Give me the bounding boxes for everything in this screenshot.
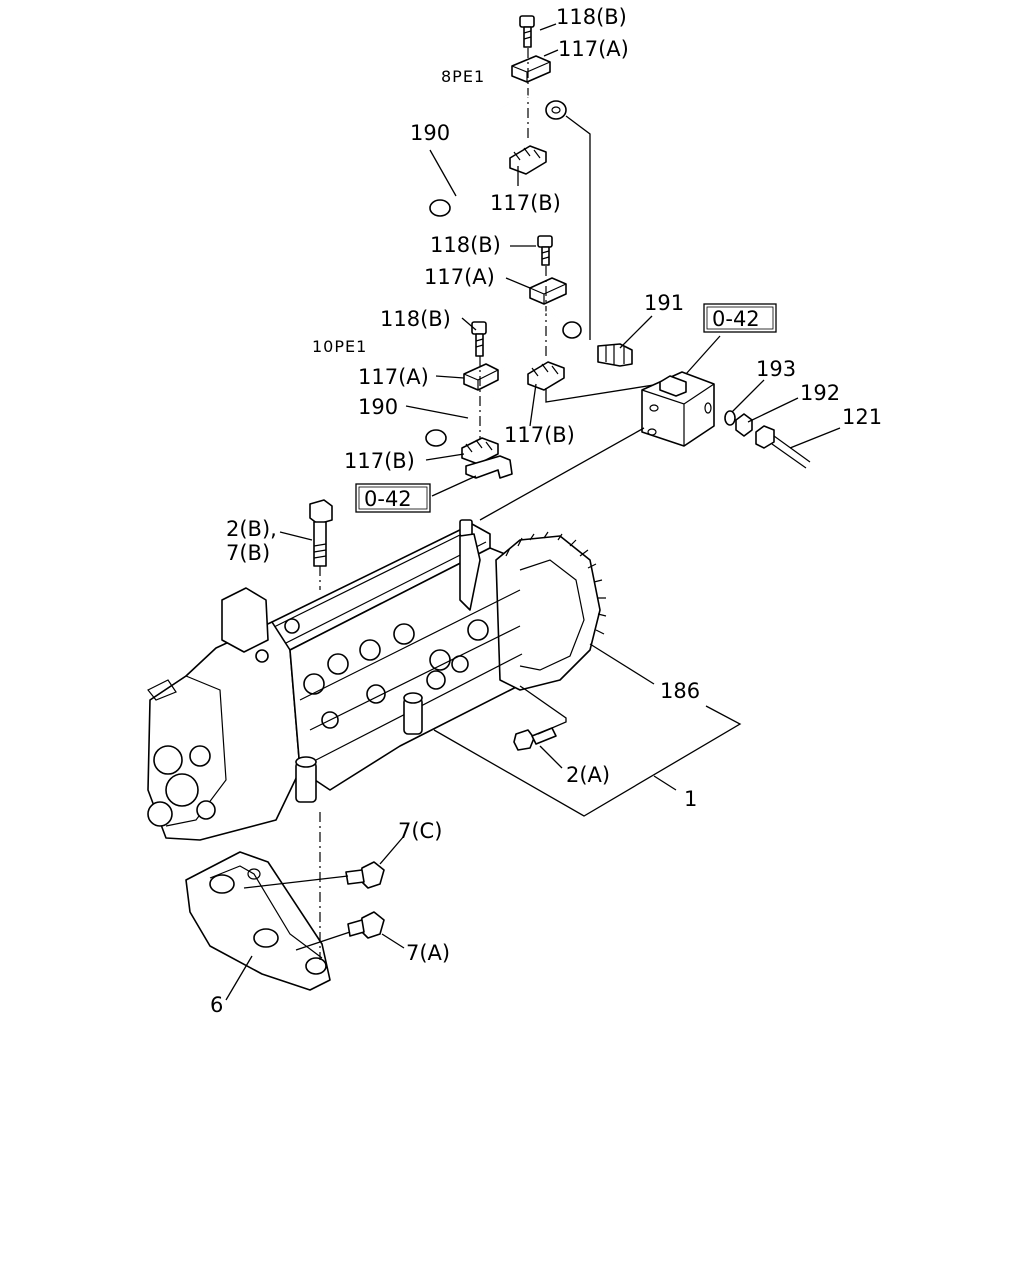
label-121: 121 (842, 405, 882, 429)
reference-box-right: 0-42 (703, 303, 777, 333)
label-117b-left: 117(B) (344, 449, 415, 473)
bolt-7a (347, 911, 385, 939)
fuel-pipe-190-top (429, 94, 567, 217)
reference-box-left: 0-42 (355, 483, 431, 513)
fuel-pipe-190-mid (425, 310, 582, 447)
clip-117a-left (463, 363, 499, 391)
clip-117b-mid (527, 361, 565, 391)
clip-117a-top (511, 55, 551, 83)
variant-label-10pe1: 10PE1 (312, 337, 367, 356)
bolt-118b-left (471, 321, 487, 357)
label-186: 186 (660, 679, 700, 703)
bolt-2a (513, 727, 557, 751)
variant-label-8pe1: 8PE1 (441, 67, 485, 86)
clip-117a-mid (529, 277, 567, 305)
reference-text-right: 0-42 (712, 307, 760, 331)
label-1: 1 (684, 787, 697, 811)
label-190-mid: 190 (358, 395, 398, 419)
label-190-top: 190 (410, 121, 450, 145)
label-7c: 7(C) (398, 819, 442, 843)
pipe-121 (755, 425, 811, 469)
reference-text-left: 0-42 (364, 487, 412, 511)
clip-117b-left (461, 437, 499, 465)
bolt-118b-mid (537, 235, 553, 266)
label-7b: 7(B) (226, 541, 270, 565)
label-118b-top: 118(B) (556, 5, 627, 29)
bolt-7c (345, 861, 385, 889)
label-192: 192 (800, 381, 840, 405)
label-118b-mid: 118(B) (430, 233, 501, 257)
label-117b-mid: 117(B) (504, 423, 575, 447)
label-117a-top: 117(A) (558, 37, 629, 61)
bracket-6 (185, 851, 331, 991)
label-2b: 2(B), (226, 517, 277, 541)
label-193: 193 (756, 357, 796, 381)
label-118b-left: 118(B) (380, 307, 451, 331)
clip-117b-top (509, 145, 547, 175)
label-7a: 7(A) (406, 941, 450, 965)
bracket-0-42-left (465, 455, 513, 479)
label-2a: 2(A) (566, 763, 610, 787)
valve-block-0-42 (641, 371, 715, 447)
label-117a-mid: 117(A) (424, 265, 495, 289)
injection-pump-body (147, 519, 607, 841)
fitting-191 (597, 343, 633, 367)
label-117a-left: 117(A) (358, 365, 429, 389)
label-6: 6 (210, 993, 223, 1017)
bolt-118b-top (519, 15, 535, 48)
leader-lines (225, 23, 841, 1001)
bolt-2b-7b (309, 499, 333, 567)
washer-193 (724, 410, 736, 426)
label-191: 191 (644, 291, 684, 315)
label-117b-top: 117(B) (490, 191, 561, 215)
nut-192 (735, 413, 753, 437)
